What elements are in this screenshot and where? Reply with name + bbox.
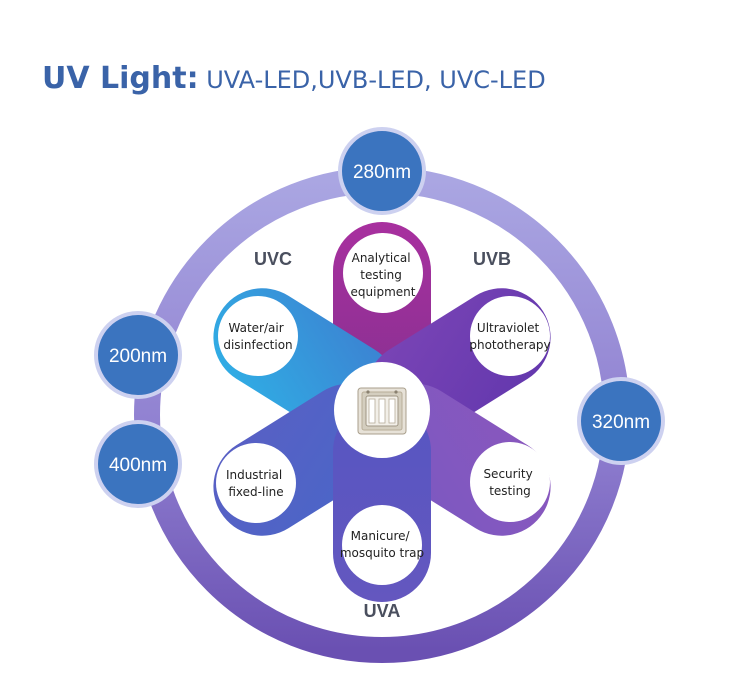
- app-label-analytical: Analytical testing equipment: [351, 251, 416, 299]
- svg-text:320nm: 320nm: [592, 412, 650, 433]
- band-label-uva: UVA: [364, 601, 401, 621]
- page-title: UV Light: UVA-LED,UVB-LED, UVC-LED: [42, 58, 546, 96]
- badge-200nm: 200nm: [94, 311, 182, 399]
- band-label-uvb: UVB: [473, 249, 511, 269]
- band-label-uvc: UVC: [254, 249, 292, 269]
- app-label-industrial: Industrial fixed-line: [226, 468, 286, 499]
- badge-280nm: 280nm: [338, 127, 426, 215]
- svg-text:400nm: 400nm: [109, 455, 167, 476]
- uv-led-chip-image: [334, 362, 430, 458]
- app-circle-security: [470, 442, 550, 522]
- app-circle-industrial: [216, 443, 296, 523]
- badge-320nm: 320nm: [577, 377, 665, 465]
- svg-text:280nm: 280nm: [353, 162, 411, 183]
- app-circle-water: [218, 296, 298, 376]
- title-lead: UV Light:: [42, 61, 199, 96]
- app-circle-analytical: [343, 233, 423, 313]
- app-label-water: Water/air disinfection: [223, 321, 292, 352]
- app-circle-manicure: [342, 505, 422, 585]
- app-label-security: Security testing: [483, 467, 536, 498]
- badge-400nm: 400nm: [94, 420, 182, 508]
- title-rest: UVA-LED,UVB-LED, UVC-LED: [198, 66, 546, 94]
- app-circle-phototherapy: [470, 296, 550, 376]
- app-label-manicure: Manicure/ mosquito trap: [340, 529, 424, 560]
- svg-text:200nm: 200nm: [109, 346, 167, 367]
- app-label-phototherapy: Ultraviolet phototherapy: [469, 321, 550, 352]
